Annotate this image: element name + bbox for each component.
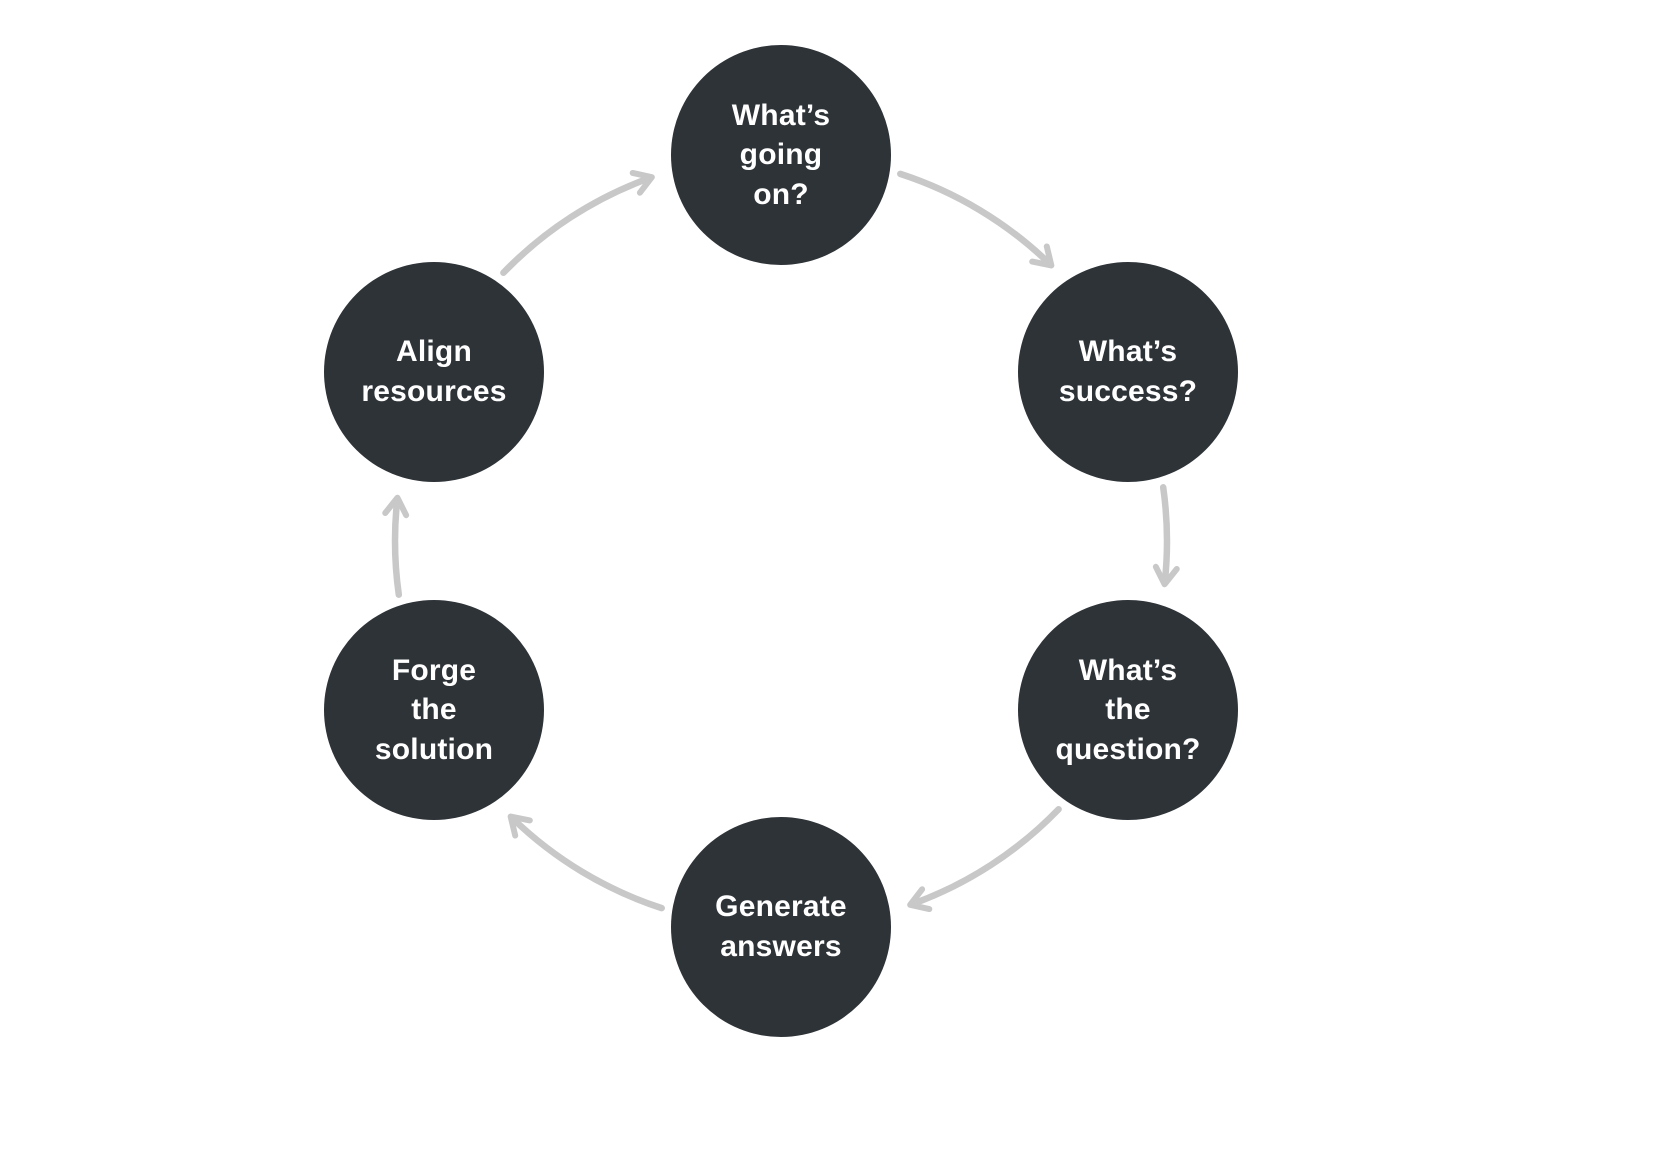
- node-label: Generate answers: [715, 890, 847, 963]
- arrow-success-to-question: [1152, 484, 1180, 588]
- node-forge-the-solution: Forge the solution: [324, 600, 544, 820]
- node-generate-answers: Generate answers: [671, 817, 891, 1037]
- node-label: Align resources: [361, 335, 507, 408]
- node-label: What’s success?: [1058, 335, 1198, 408]
- node-whats-success: What’s success?: [1018, 262, 1238, 482]
- node-whats-going-on: What’s going on?: [671, 45, 891, 265]
- arrow-question-to-generate: [907, 805, 1062, 913]
- node-label: Forge the solution: [374, 653, 494, 766]
- node-align-resources: Align resources: [324, 262, 544, 482]
- node-label: What’s going on?: [731, 98, 831, 211]
- node-label: What’s the question?: [1055, 653, 1201, 766]
- arrow-generate-to-forge: [507, 813, 665, 912]
- arrow-going-on-to-success: [897, 170, 1055, 269]
- arrow-forge-to-align: [382, 494, 410, 598]
- node-whats-the-question: What’s the question?: [1018, 600, 1238, 820]
- arrow-align-to-going-on: [500, 169, 655, 277]
